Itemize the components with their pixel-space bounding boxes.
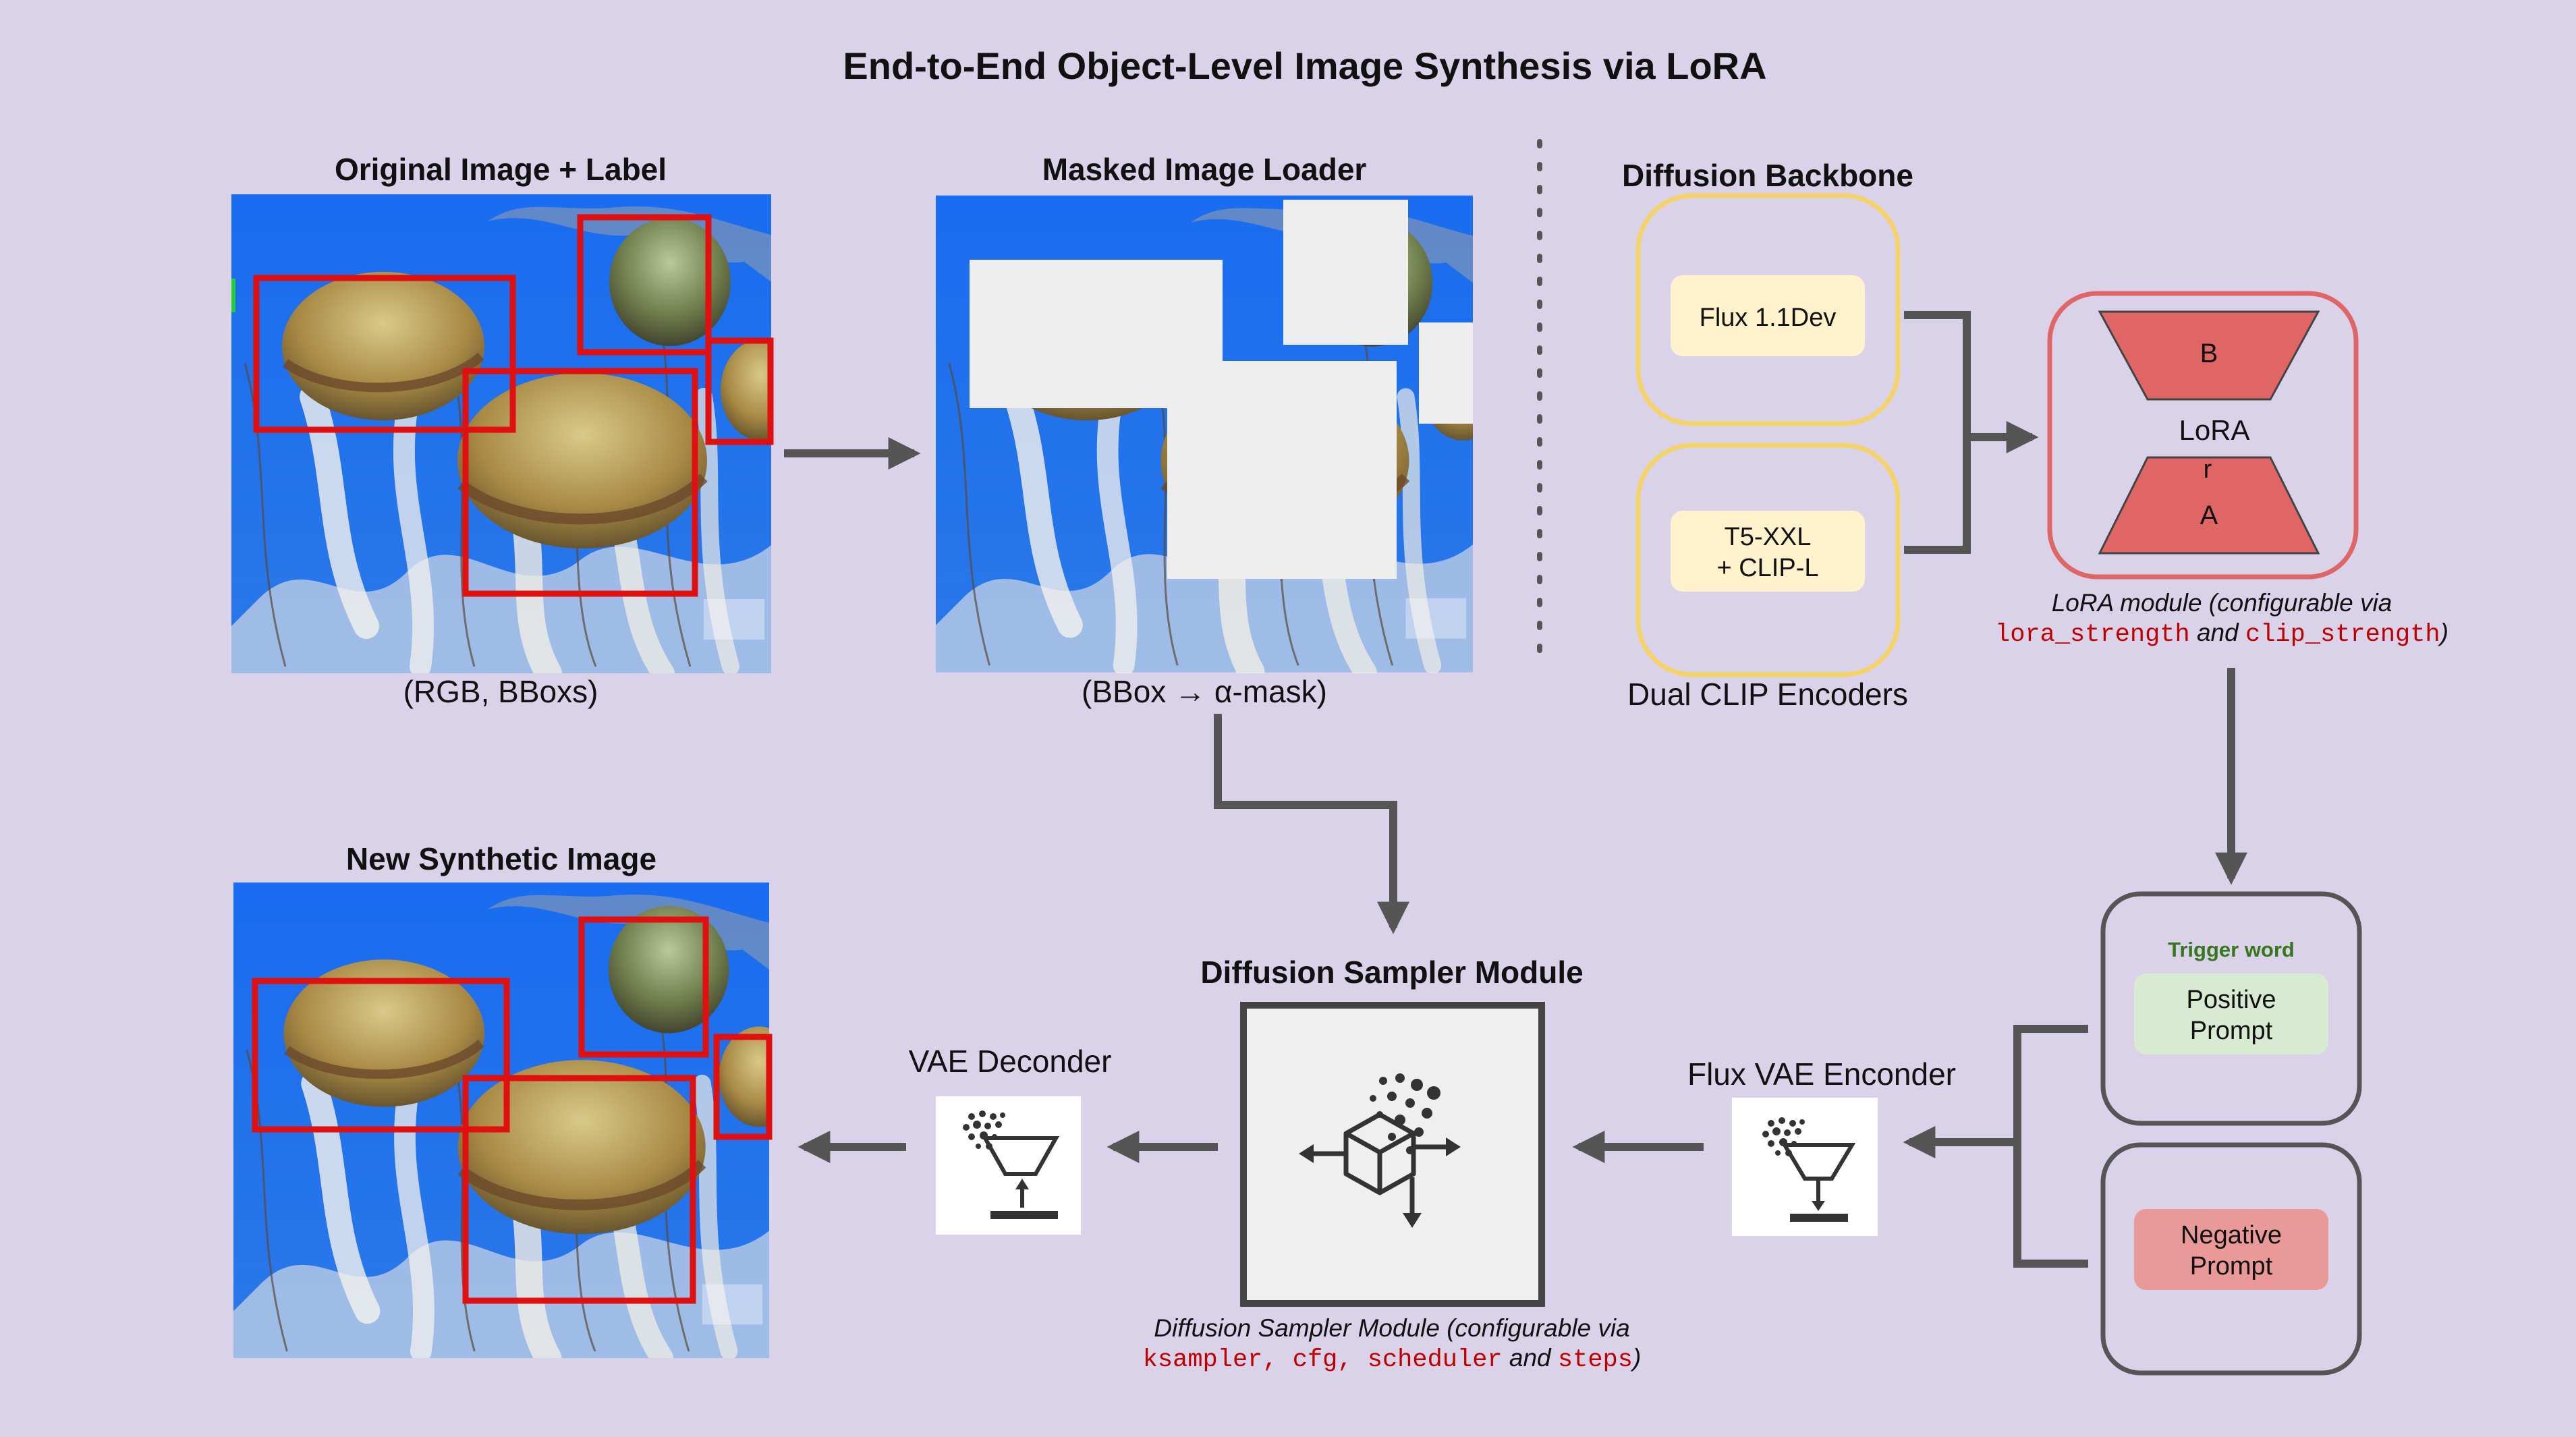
lora-note-suffix: )	[2438, 619, 2448, 646]
vae-encoder-label: Flux VAE Enconder	[1687, 1056, 1956, 1092]
prompts-to-encoder-bracket	[1903, 1025, 2088, 1268]
diffusion-cube-icon	[1299, 1073, 1461, 1228]
encoders-caption: Dual CLIP Encoders	[1627, 677, 1908, 712]
sampler-note-and: and	[1503, 1344, 1558, 1372]
synthetic-bboxes	[252, 916, 773, 1304]
sampler-note-suffix: )	[1630, 1344, 1641, 1372]
original-image	[231, 194, 774, 673]
backbone-to-lora-bracket	[1904, 311, 2039, 554]
lora-note-and: and	[2190, 619, 2245, 646]
original-heading: Original Image + Label	[335, 152, 667, 187]
negative-prompt-box	[2134, 1209, 2328, 1290]
model-label: Flux 1.1Dev	[1700, 304, 1837, 332]
lora-note-param1: lora_strength	[1995, 621, 2190, 649]
positive-prompt-container	[2100, 891, 2362, 1126]
positive-prompt-line2: Prompt	[2190, 1017, 2273, 1045]
backbone-heading: Diffusion Backbone	[1622, 158, 1913, 193]
encoders-container	[1635, 443, 1901, 677]
lora-rank-label: r	[2204, 455, 2212, 484]
lora-container	[2047, 291, 2359, 580]
vae-decoder-icon	[936, 1096, 1081, 1235]
masked-image	[936, 196, 1473, 672]
positive-prompt-line1: Positive	[2186, 986, 2276, 1014]
sampler-note-line1: Diffusion Sampler Module (configurable v…	[1154, 1314, 1629, 1342]
lora-note-line2: lora_strength and clip_strength)	[1995, 619, 2448, 649]
masked-heading: Masked Image Loader	[1042, 152, 1367, 187]
masked-caption: (BBox → α-mask)	[1082, 674, 1327, 709]
masked-to-sampler-arrow	[1214, 714, 1409, 934]
synthetic-heading: New Synthetic Image	[346, 841, 656, 876]
vae-decoder-label: VAE Deconder	[909, 1044, 1112, 1079]
synthetic-image	[233, 882, 773, 1358]
lora-note-line1: LoRA module (configurable via	[2052, 589, 2392, 617]
encoders-line2: + CLIP-L	[1716, 554, 1818, 582]
sampler-note-params: ksampler, cfg, scheduler	[1143, 1346, 1503, 1374]
sampler-note-last: steps	[1558, 1346, 1633, 1374]
lora-matrix-a	[2098, 456, 2320, 555]
original-bboxes	[253, 214, 774, 597]
lora-b-label: B	[2200, 339, 2218, 368]
negative-prompt-container	[2100, 1142, 2362, 1376]
lora-matrix-b	[2098, 310, 2320, 401]
negative-prompt-line2: Prompt	[2190, 1252, 2273, 1280]
model-box	[1671, 275, 1865, 356]
trigger-word-label: Trigger word	[2168, 938, 2295, 961]
encoders-line1: T5-XXL	[1725, 523, 1812, 551]
vae-encoder-icon	[1732, 1098, 1878, 1236]
sampler-note-line2: ksampler, cfg, scheduler and steps)	[1143, 1344, 1642, 1374]
lora-note-param2: clip_strength	[2245, 621, 2440, 649]
negative-prompt-line1: Negative	[2181, 1221, 2282, 1249]
positive-prompt-box	[2134, 974, 2328, 1054]
page-title: End-to-End Object-Level Image Synthesis …	[843, 45, 1766, 87]
lora-a-label: A	[2200, 501, 2218, 530]
sampler-heading: Diffusion Sampler Module	[1200, 955, 1583, 990]
alpha-masks	[970, 200, 1473, 579]
lora-center-label: LoRA	[2179, 414, 2249, 446]
sampler-box	[1240, 1002, 1545, 1307]
original-caption: (RGB, BBoxs)	[403, 674, 598, 709]
model-container	[1635, 193, 1901, 426]
encoders-box	[1671, 511, 1865, 592]
